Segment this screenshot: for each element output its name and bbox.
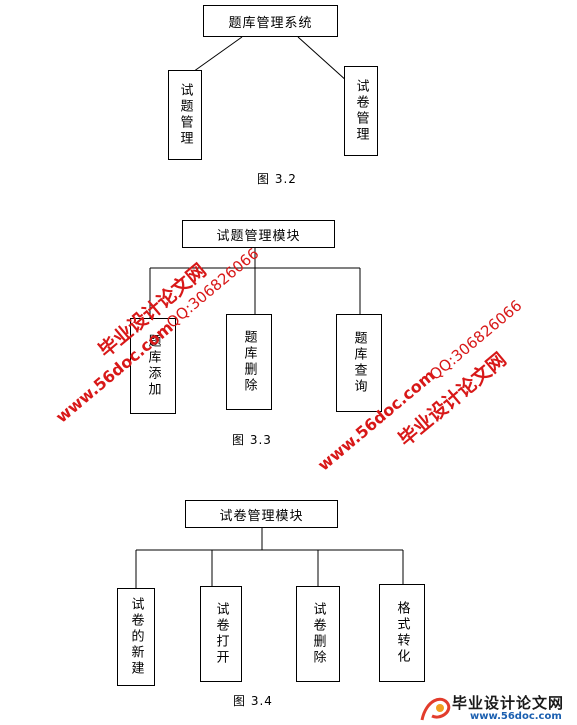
footer-site-url: www.56doc.com — [470, 711, 562, 722]
node-paper-open: 试卷打开 — [200, 586, 242, 682]
caption-fig-3-2: 图 3.2 — [257, 172, 297, 186]
node-question-management: 试题管理 — [168, 70, 202, 160]
root-node-paper-module: 试卷管理模块 — [185, 500, 338, 528]
node-paper-create: 试卷的新建 — [117, 588, 155, 686]
node-format-convert: 格式转化 — [379, 584, 425, 682]
root-node-question-module: 试题管理模块 — [182, 220, 335, 248]
node-bank-query: 题库查询 — [336, 314, 382, 412]
root-node-question-bank-system: 题库管理系统 — [203, 5, 338, 37]
footer-logo-icon — [420, 697, 451, 721]
node-bank-add: 题库添加 — [130, 318, 176, 414]
node-bank-delete: 题库删除 — [226, 314, 272, 410]
node-paper-delete: 试卷删除 — [296, 586, 340, 682]
node-paper-management: 试卷管理 — [344, 66, 378, 156]
caption-fig-3-4: 图 3.4 — [233, 694, 273, 708]
footer-site-title: 毕业设计论文网 — [452, 694, 565, 712]
caption-fig-3-3: 图 3.3 — [232, 433, 272, 447]
